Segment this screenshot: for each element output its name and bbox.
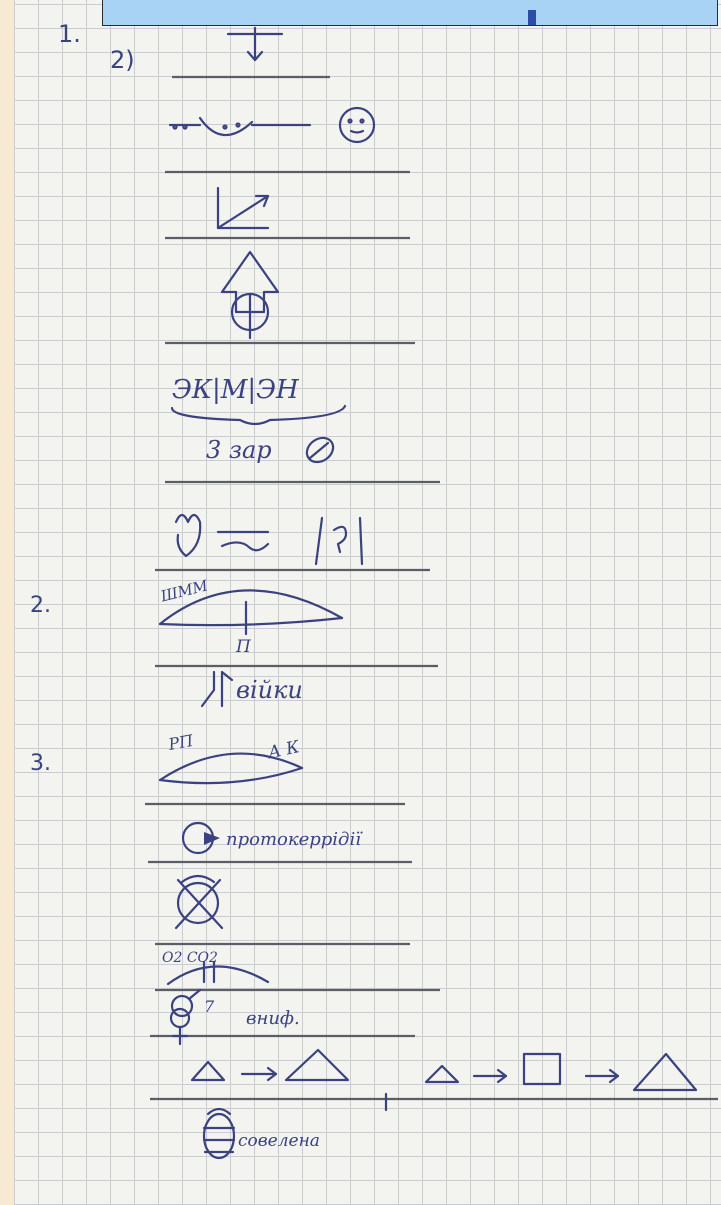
o2-co2-label: О2 СО2 bbox=[162, 950, 218, 966]
protokeppidii-row: протокеррідії bbox=[181, 821, 363, 855]
viiki-label: війки bbox=[236, 676, 303, 704]
protokeppidii-label: протокеррідії bbox=[226, 829, 363, 850]
banner-mark bbox=[528, 10, 536, 25]
arrow-circle-sketch bbox=[220, 250, 280, 340]
arc-bottom bbox=[158, 616, 344, 627]
ek-m-en-group: ЭК|М|ЭН 3 зар bbox=[170, 375, 347, 464]
arc-top bbox=[158, 589, 344, 626]
face-sketch bbox=[168, 106, 376, 144]
gas-arc bbox=[166, 965, 270, 986]
female-symbol-circle bbox=[169, 1007, 191, 1029]
leaf-icon bbox=[305, 436, 335, 464]
title-banner bbox=[102, 0, 718, 26]
axes-arrow-sketch bbox=[216, 186, 270, 230]
gas-exchange-sketch: О2 СО2 bbox=[162, 950, 270, 986]
shmm-label: ШММ bbox=[158, 576, 210, 605]
beetle-head bbox=[206, 1107, 232, 1116]
vnyf-label: вниф. bbox=[246, 1008, 300, 1029]
cross-arrows-sketch bbox=[226, 26, 284, 62]
curly-brace bbox=[170, 404, 347, 426]
section-number-1: 1. bbox=[58, 20, 81, 48]
ek-m-en-label: ЭК|М|ЭН bbox=[172, 375, 300, 405]
crossed-circle-sketch bbox=[174, 874, 224, 930]
ak-label: А К bbox=[265, 737, 302, 763]
male-symbol-circle bbox=[170, 994, 194, 1018]
bracket-shape bbox=[200, 670, 234, 708]
section-number-3: 3. bbox=[30, 751, 51, 776]
beetle-body bbox=[202, 1112, 236, 1160]
section-number-2: 2. bbox=[30, 593, 51, 618]
sovelena-label: совелена bbox=[238, 1131, 320, 1151]
arrow-marker bbox=[204, 832, 220, 845]
ruled-lines bbox=[145, 75, 718, 1101]
beetle-sketch: совелена bbox=[202, 1107, 320, 1160]
graph-paper-sheet bbox=[14, 0, 721, 1205]
male-symbol-arrow bbox=[187, 988, 202, 1001]
section-2-sketch: ШММ П війки bbox=[158, 576, 344, 708]
triangles-row bbox=[190, 1048, 698, 1112]
lens-bottom bbox=[158, 766, 304, 785]
section-3-lens: РП А К bbox=[158, 731, 304, 785]
zar-label: 3 зар bbox=[206, 436, 272, 464]
lens-top bbox=[158, 752, 304, 782]
figures-sketch bbox=[174, 513, 364, 566]
seven-mark: 7 bbox=[204, 997, 215, 1016]
section-number-2-paren: 2) bbox=[110, 46, 135, 74]
leaf-vein bbox=[308, 441, 330, 460]
gender-symbols-row: 7 вниф. bbox=[169, 988, 300, 1046]
rp-label: РП bbox=[166, 731, 196, 754]
p-label: П bbox=[235, 637, 252, 657]
